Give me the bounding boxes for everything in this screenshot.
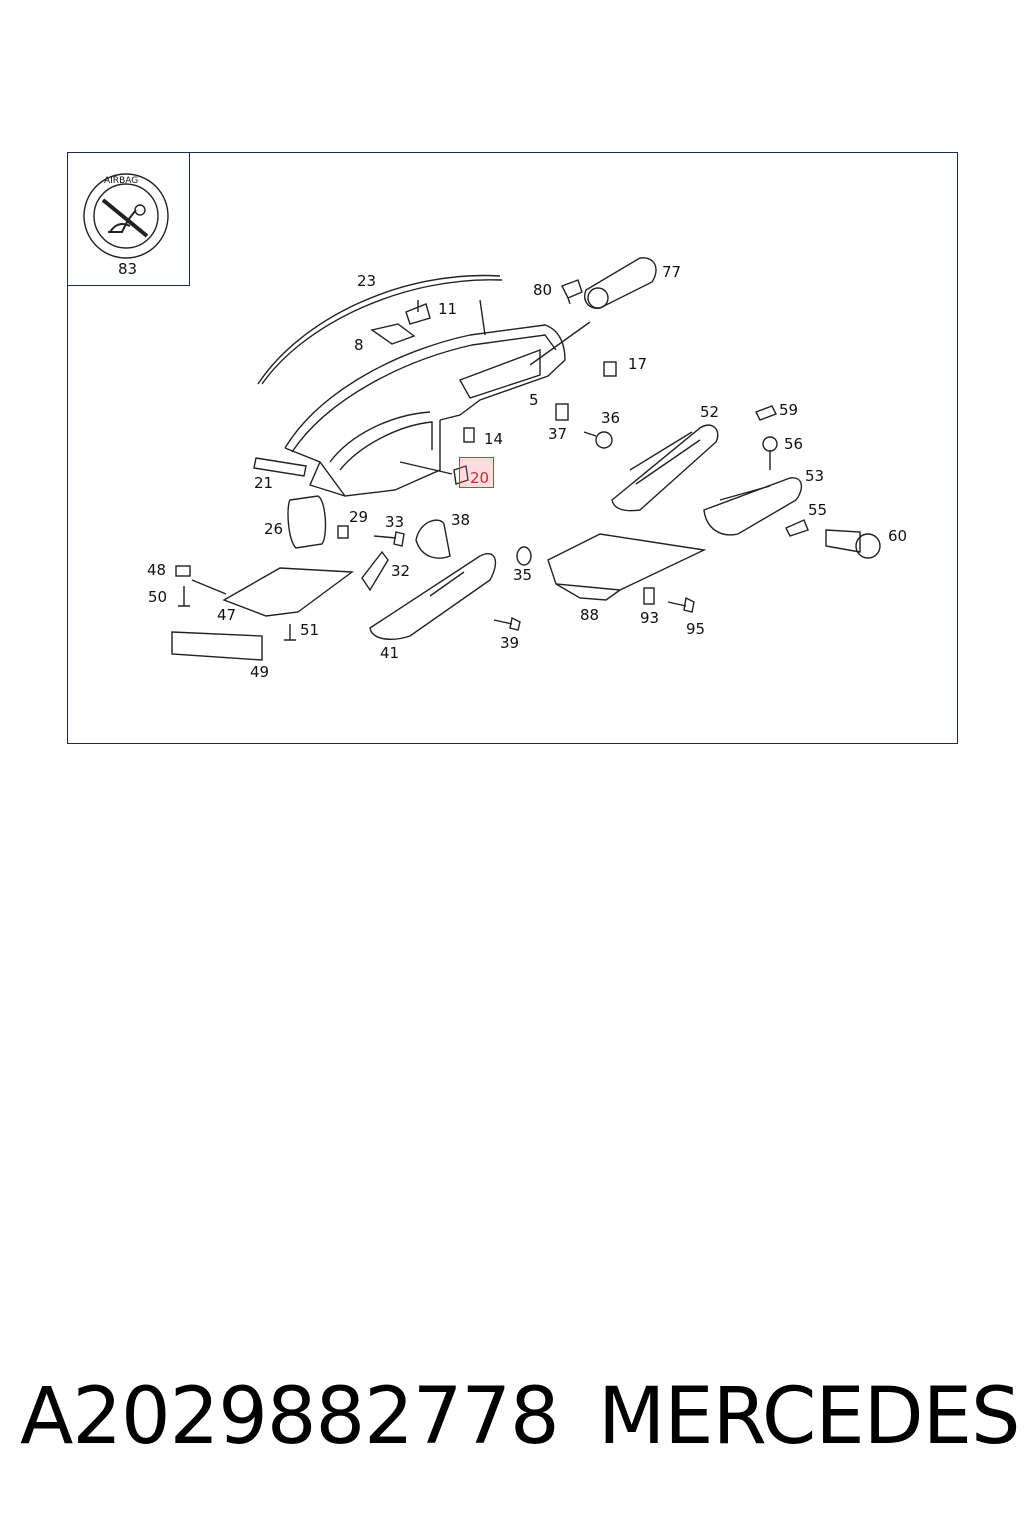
part-23-trim-strip <box>257 274 503 385</box>
part-51-pin <box>284 624 296 641</box>
label-41[interactable]: 41 <box>380 644 400 662</box>
label-51[interactable]: 51 <box>300 621 320 639</box>
part-47-cover <box>191 567 354 617</box>
label-17[interactable]: 17 <box>628 355 648 373</box>
label-21[interactable]: 21 <box>254 474 274 492</box>
label-37[interactable]: 37 <box>548 425 568 443</box>
part-77-airbag-module <box>584 257 657 309</box>
label-11[interactable]: 11 <box>438 300 458 318</box>
label-36[interactable]: 36 <box>601 409 621 427</box>
diagram-frame <box>67 152 958 744</box>
label-93[interactable]: 93 <box>640 609 660 627</box>
label-14[interactable]: 14 <box>484 430 504 448</box>
label-29[interactable]: 29 <box>349 508 369 526</box>
part-56-screw <box>762 436 778 470</box>
part-59-cap <box>755 405 777 421</box>
part-41-lower-cover <box>369 553 497 640</box>
label-20[interactable]: 20 <box>470 469 490 487</box>
label-48[interactable]: 48 <box>147 561 167 579</box>
part-38-trim <box>415 519 451 559</box>
label-47[interactable]: 47 <box>217 606 237 624</box>
part-32-bracket <box>361 550 389 592</box>
part-55-latch <box>785 519 809 537</box>
label-83: 83 <box>118 260 138 278</box>
label-26[interactable]: 26 <box>264 520 284 538</box>
part-33-screw <box>373 531 405 547</box>
label-33[interactable]: 33 <box>385 513 405 531</box>
label-8[interactable]: 8 <box>354 336 364 354</box>
part-39-screw <box>493 616 521 631</box>
part-80-clip <box>561 279 583 305</box>
part-8-bracket <box>370 323 416 345</box>
label-5[interactable]: 5 <box>529 391 539 409</box>
airbag-inset-frame <box>67 152 190 286</box>
part-35-grommet <box>516 546 532 566</box>
label-88[interactable]: 88 <box>580 606 600 624</box>
part-50-screw <box>178 586 190 607</box>
label-35[interactable]: 35 <box>513 566 533 584</box>
part-20-clip <box>453 465 469 485</box>
label-95[interactable]: 95 <box>686 620 706 638</box>
label-60[interactable]: 60 <box>888 527 908 545</box>
airbag-badge-text: AIRBAG <box>104 176 139 186</box>
label-23[interactable]: 23 <box>357 272 377 290</box>
part-number: A2029882778 <box>20 1372 560 1462</box>
label-56[interactable]: 56 <box>784 435 804 453</box>
part-49-panel <box>171 631 263 661</box>
label-32[interactable]: 32 <box>391 562 411 580</box>
part-17-clip <box>603 361 617 377</box>
label-38[interactable]: 38 <box>451 511 471 529</box>
label-80[interactable]: 80 <box>533 281 553 299</box>
part-37-clip <box>555 403 569 421</box>
part-26-vent <box>287 495 327 549</box>
part-48-nut <box>175 565 191 577</box>
part-29-clip <box>337 525 349 539</box>
part-36-rivet <box>583 431 613 449</box>
part-60-lighter <box>825 529 881 559</box>
part-11-bracket <box>405 300 431 325</box>
label-59[interactable]: 59 <box>779 401 799 419</box>
brand-name: MERCEDES <box>598 1372 1020 1462</box>
label-49[interactable]: 49 <box>250 663 270 681</box>
highlight-box-part-20 <box>459 457 494 488</box>
part-dashboard-carrier <box>284 299 591 497</box>
label-77[interactable]: 77 <box>662 263 682 281</box>
part-14-clip <box>463 427 475 443</box>
label-52[interactable]: 52 <box>700 403 720 421</box>
part-95-screw <box>667 596 695 613</box>
label-55[interactable]: 55 <box>808 501 828 519</box>
part-88-panel <box>547 533 707 601</box>
label-50[interactable]: 50 <box>148 588 168 606</box>
part-53-glovebox <box>703 477 803 536</box>
label-53[interactable]: 53 <box>805 467 825 485</box>
label-39[interactable]: 39 <box>500 634 520 652</box>
part-21-strip <box>253 457 307 477</box>
part-93-clip <box>643 587 655 605</box>
part-52-glovebox-frame <box>611 424 719 512</box>
airbag-warning-icon <box>83 173 169 259</box>
